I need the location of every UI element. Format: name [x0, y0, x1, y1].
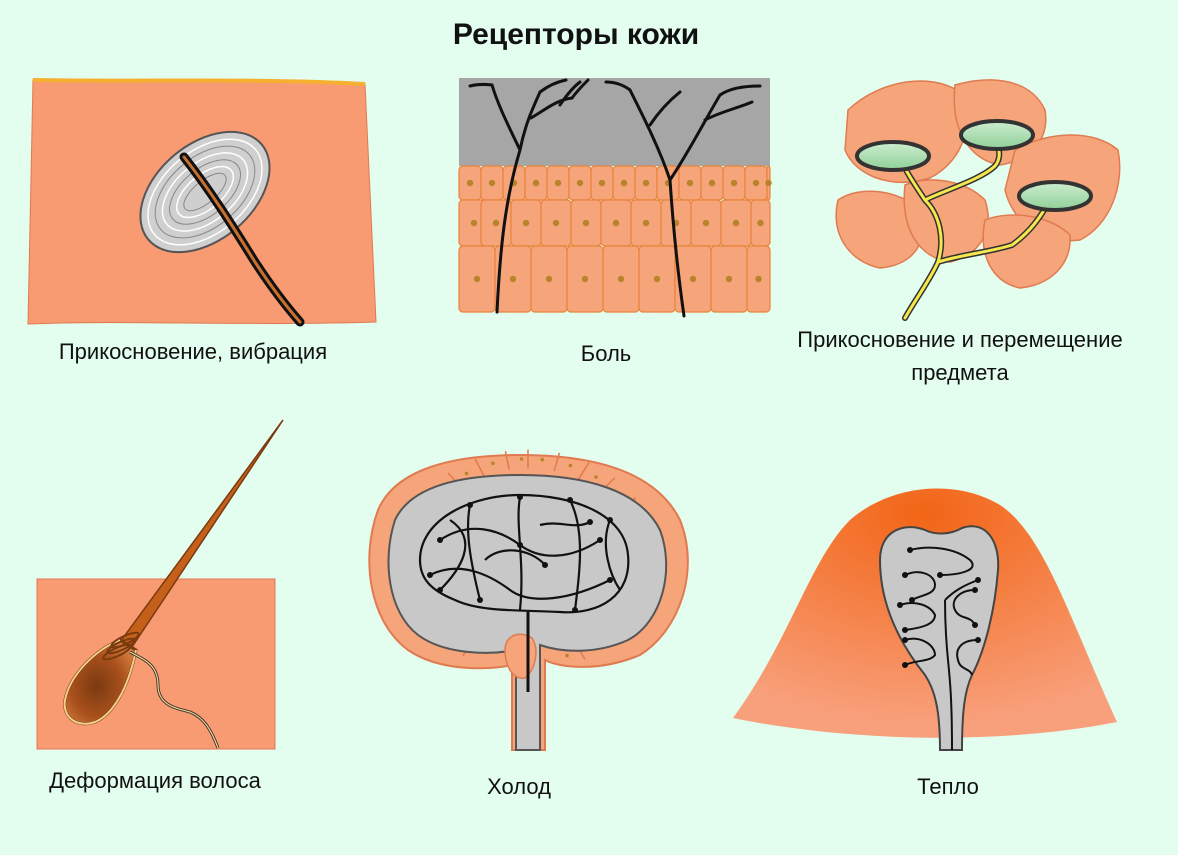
pacinian-corpuscle-panel [27, 78, 377, 327]
skin-surface-line [32, 78, 366, 86]
cell-nucleus [653, 275, 661, 283]
caption-touch-vibration: Прикосновение, вибрация [59, 339, 327, 364]
cell-nucleus [522, 219, 530, 227]
cell-nucleus [568, 463, 573, 468]
free-nerve-endings [468, 78, 762, 318]
cell-nucleus [540, 457, 545, 462]
cell-nucleus [470, 219, 478, 227]
cell-nucleus [620, 179, 628, 187]
cell-nucleus [488, 179, 496, 187]
cell-nucleus [732, 219, 740, 227]
hair-receptor-panel [36, 419, 284, 750]
receptor-capsule [878, 525, 1000, 751]
cell-nucleus [545, 275, 553, 283]
cell-nucleus [552, 219, 560, 227]
tactile-discs [855, 119, 1093, 212]
cell-nucleus [532, 179, 540, 187]
cell-nucleus [491, 461, 495, 466]
cell-nucleus [492, 219, 500, 227]
epidermis-cells [458, 165, 772, 313]
cell-nucleus [725, 275, 733, 283]
cell-nucleus [708, 179, 716, 187]
capsule-cell-wall [553, 452, 561, 472]
capsule-cell-wall [578, 462, 590, 480]
cell-nucleus [686, 179, 694, 187]
cell-nucleus [752, 179, 760, 187]
sensory-nerve-fiber [897, 145, 1053, 321]
cell-nucleus [757, 219, 764, 227]
caption-warmth: Тепло [917, 774, 979, 799]
cell-nucleus [565, 653, 569, 658]
nerve-wrap-coils [102, 631, 140, 661]
cell-nucleus [765, 179, 772, 187]
cell-nucleus [464, 471, 469, 476]
diagram-title: Рецепторы кожи [453, 18, 699, 51]
capsule-cell-wall [504, 451, 510, 470]
cell-nucleus [642, 179, 650, 187]
cell-nucleus [617, 275, 625, 283]
caption-touch-movement-line2: предмета [911, 360, 1009, 385]
cell-nucleus [581, 275, 589, 283]
cell-nucleus [594, 475, 598, 479]
caption-hair-deformation: Деформация волоса [49, 768, 261, 793]
cell-nucleus [755, 275, 762, 283]
cell-nucleus [509, 275, 517, 283]
cell-nucleus [730, 179, 738, 187]
cell-nucleus [598, 179, 606, 187]
warm-receptor-panel [733, 488, 1117, 751]
cell-nucleus [612, 219, 620, 227]
cell-nucleus [582, 219, 590, 227]
cell-nucleus [519, 457, 524, 461]
cold-receptor-panel [368, 449, 689, 751]
cell-nucleus [689, 275, 697, 283]
cell-nucleus [576, 179, 584, 187]
pain-receptor-panel [458, 78, 772, 318]
merkel-disc-panel [835, 79, 1121, 321]
dermis-layer [459, 78, 770, 166]
cell-nucleus [702, 219, 710, 227]
cell-nucleus [554, 179, 562, 187]
capsule-cell-wall [474, 458, 485, 477]
cell-nucleus [642, 219, 650, 227]
nerve-nodes [427, 494, 613, 613]
nerve-nodes [897, 547, 981, 668]
branched-nerve-endings [899, 546, 979, 751]
caption-pain: Боль [581, 341, 632, 366]
cell-nucleus [466, 179, 474, 187]
caption-touch-movement-line1: Прикосновение и перемещение [797, 327, 1122, 352]
caption-cold: Холод [487, 774, 551, 799]
cell-nucleus [473, 275, 481, 283]
